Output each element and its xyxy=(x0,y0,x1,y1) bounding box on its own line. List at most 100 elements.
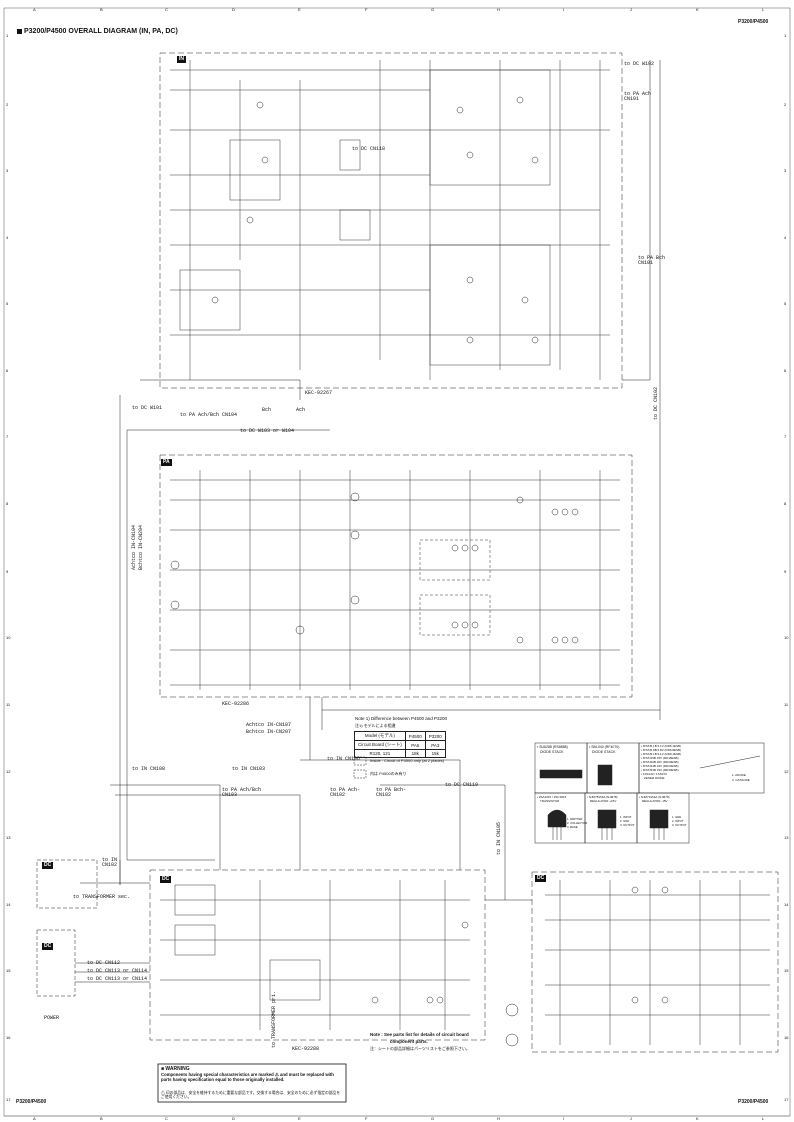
component-pin: 2. INPUT xyxy=(672,819,684,823)
warning-heading: ■ WARNING xyxy=(161,1066,190,1072)
label-ach-in-cn107: Achtco IN-CN107 xyxy=(246,722,292,728)
grid-col: J xyxy=(630,1116,632,1121)
label-to-pa-ach-cn102: to PA Ach-CN102 xyxy=(330,787,361,798)
page-title: P3200/P4500 OVERALL DIAGRAM (IN, PA, DC) xyxy=(24,28,178,35)
component-pin: 1. GND xyxy=(672,815,682,819)
grid-row: 13 xyxy=(784,835,789,840)
component-sub: REGULATOR +15V xyxy=(590,799,617,803)
component-title: • SBL040 (RF4070) xyxy=(589,745,620,749)
label-to-pa-ach-cn101: to PA Ach CN101 xyxy=(624,91,652,102)
table-row: Model (モデル) P4500 P3200 xyxy=(354,731,446,741)
table-cell: 18k xyxy=(404,749,426,758)
grid-col: G xyxy=(431,7,435,12)
grid-col: L xyxy=(762,1116,765,1121)
component-sub: DIODE STACK xyxy=(592,750,616,754)
grid-col: E xyxy=(298,7,301,12)
label-bch: Bch xyxy=(262,407,272,413)
grid-row: 11 xyxy=(6,702,11,707)
grid-col: D xyxy=(232,7,235,12)
grid-row: 10 xyxy=(784,635,789,640)
note-parts-line3: 注：シートの部品詳細はパーツリストをご参照下さい。 xyxy=(370,1046,470,1051)
grid-row: 10 xyxy=(6,635,11,640)
note-parts-line1: Note : See parts list for details of cir… xyxy=(370,1032,469,1037)
grid-row: 12 xyxy=(784,769,789,774)
label-kec-92286: KEC-92286 xyxy=(222,701,250,707)
component-pin: 2. COLLECTOR xyxy=(567,821,588,825)
label-to-pa-bch-cn101: to PA Bch CN101 xyxy=(638,255,666,266)
component-pin: 1. EMITTER xyxy=(567,817,583,821)
grid-row: 15 xyxy=(6,968,11,973)
label-to-pa-bch-cn102: to PA Bch-CN102 xyxy=(376,787,407,798)
grid-row: 6 xyxy=(784,368,787,373)
grid-row: 16 xyxy=(6,1035,11,1040)
component-line: • MTZJ20B 20V (RD20ESB) xyxy=(641,760,679,764)
label-to-dc-cn118: to DC CN118 xyxy=(352,146,386,152)
note-legend-2: 内は P4500のみ有り xyxy=(370,771,407,776)
grid-col: L xyxy=(762,7,765,12)
note-table-title: Note 1) Difference between P4500 and P32… xyxy=(355,716,447,721)
component-line: • MTZJ6.8B 6.8V (RD6.8ESB) xyxy=(641,748,682,752)
component-sub: REGULATOR -15V xyxy=(642,799,668,803)
block-tag-dc-small2: DC xyxy=(42,943,54,950)
label-ach-in-cn104: Achtco IN-CN104 xyxy=(131,524,137,570)
grid-row: 9 xyxy=(784,569,787,574)
component-line: • MTZJ9.1B 9.1V (RD9.1ESB) xyxy=(641,752,682,756)
header-model: P3200/P4500 xyxy=(738,19,769,25)
component-pin: 1. INPUT xyxy=(620,815,632,819)
grid-row: 16 xyxy=(784,1035,789,1040)
component-pin: 2. CATHODE xyxy=(732,778,750,782)
grid-col: K xyxy=(696,1116,699,1121)
component-line: • MTZJ33B 33V (RD33ESB) xyxy=(641,768,679,772)
label-bch-in-cn207: Bchtco IN-CN207 xyxy=(246,729,292,735)
grid-col: I xyxy=(563,7,565,12)
block-tag-pa: PA xyxy=(161,459,172,466)
footer-model-left: P3200/P4500 xyxy=(16,1099,47,1105)
grid-row: 17 xyxy=(784,1097,789,1102)
warning-body: Components having special characteristic… xyxy=(161,1072,334,1082)
label-power: POWER xyxy=(44,1015,60,1021)
label-to-in-cn106: to IN CN106 xyxy=(327,756,361,762)
grid-col: H xyxy=(497,7,500,12)
table-cell: P4500 xyxy=(404,731,426,741)
component-title: • NJM7815FA (NJM78) xyxy=(587,795,618,799)
label-to-in-cn103: to IN CN103 xyxy=(232,766,266,772)
grid-row: 3 xyxy=(6,168,9,173)
grid-row: 4 xyxy=(6,235,9,240)
note-table-title-jp: 注1) モデルによる相違 xyxy=(355,723,396,728)
title-bullet xyxy=(17,29,22,34)
component-title: • SU6288 (RS8888) xyxy=(537,745,568,749)
grid-row: 14 xyxy=(6,902,11,907)
grid-col: A xyxy=(33,7,36,12)
table-row: R120, 121 18k 15k xyxy=(354,749,446,758)
component-pin: 3. OUTPUT xyxy=(672,823,687,827)
table-row: Circuit Board (シート) PA5 PA3 xyxy=(354,740,446,750)
grid-row: 7 xyxy=(784,434,787,439)
component-title: • NJM7915FA (NJM79) xyxy=(639,795,670,799)
label-to-dc-w103-w104: to DC W103 or W104 xyxy=(240,428,295,434)
grid-row: 9 xyxy=(6,569,9,574)
component-line: • MTZJ15B 15V (RD15ESB) xyxy=(641,756,679,760)
grid-col: C xyxy=(165,1116,168,1121)
grid-col: G xyxy=(431,1116,435,1121)
label-to-in-cn102: to IN CN102 xyxy=(102,857,118,868)
component-pin: 1. ANODE xyxy=(732,773,746,777)
grid-row: 2 xyxy=(784,102,787,107)
label-ach: Ach xyxy=(296,407,306,413)
grid-row: 15 xyxy=(784,968,789,973)
table-cell: Model (モデル) xyxy=(354,731,406,741)
table-cell: Circuit Board (シート) xyxy=(354,740,406,750)
component-line: ZENER DIODE xyxy=(644,776,665,780)
grid-col: H xyxy=(497,1116,500,1121)
label-to-dc-cn102: to DC CN102 xyxy=(653,386,659,420)
component-line: • MTZJ24B 24V (RD24ESB) xyxy=(641,764,679,768)
table-cell: 15k xyxy=(424,749,446,758)
block-tag-in: IN xyxy=(177,56,186,63)
label-to-dc-cn119: to DC CN119 xyxy=(445,782,479,788)
label-to-transformer-sec: to TRANSFORMER sec. xyxy=(73,894,131,900)
grid-row: 1 xyxy=(6,33,9,38)
component-pin: 3. BASE xyxy=(567,825,578,829)
block-tag-dc-small1: DC xyxy=(42,862,54,869)
grid-row: 6 xyxy=(6,368,9,373)
label-kec-92288: KEC-92288 xyxy=(292,1046,320,1052)
